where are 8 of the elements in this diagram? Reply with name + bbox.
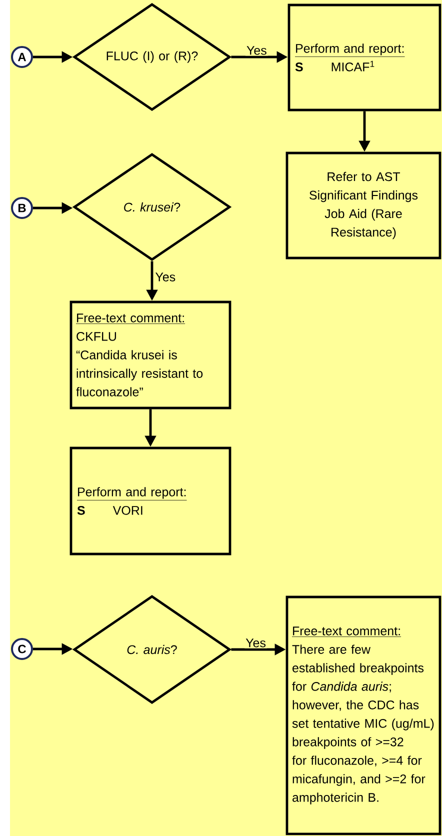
comment-box: Free-text comment: CKFLU “Candida krusei is intrinsically resistant to fluconazole” <box>70 300 232 410</box>
process-box: Refer to AST Significant Findings Job Aid (Rare Resistance) <box>286 152 442 260</box>
edge-label: Yes <box>245 45 268 56</box>
process-box: Perform and report: S MICAF$^{1}$ <box>288 4 442 112</box>
edge-label: Yes <box>154 272 177 282</box>
process-box: Perform and report: S VORI <box>70 446 232 556</box>
comment-box: Free-text comment: There are few established breakpoints for Candida auris; however, the CDC has set tentative MIC (ug/mL) breakpoints of >=32 for fluconazole, >=4 for micafungin, and >=2 for amphotericin B. <box>286 596 442 836</box>
edge-label: Yes <box>244 638 267 648</box>
